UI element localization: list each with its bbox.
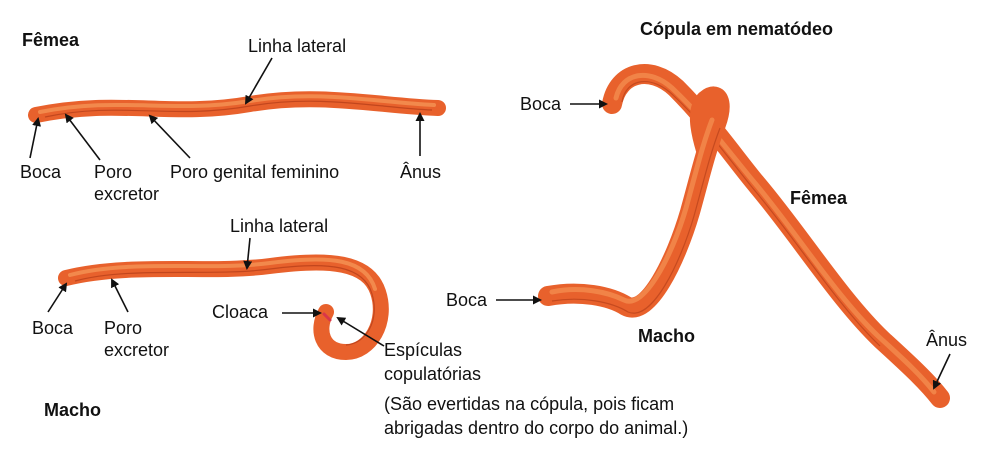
- copulation-anus-arrow: [932, 353, 951, 390]
- copulation-male-mouth-label: Boca: [446, 290, 488, 310]
- female-worm: [28, 91, 446, 123]
- copulation-female-worm: [602, 64, 950, 408]
- male-mouth-arrow: [47, 282, 68, 313]
- female-title: Fêmea: [22, 30, 80, 50]
- male-note-line-2: abrigadas dentro do corpo do animal.): [384, 418, 688, 438]
- female-mouth-label: Boca: [20, 162, 62, 182]
- male-mouth-label: Boca: [32, 318, 74, 338]
- male-spicules-label-1: Espículas: [384, 340, 462, 360]
- male-lateral-line-arrow: [243, 237, 253, 270]
- female-mouth-arrow: [29, 117, 42, 159]
- copulation-male-label: Macho: [638, 326, 695, 346]
- female-excretory-pore-arrow: [64, 113, 101, 161]
- copulation-male-worm: [538, 86, 730, 318]
- female-anus-label: Ânus: [400, 162, 441, 182]
- female-lateral-line-label: Linha lateral: [248, 36, 346, 56]
- copulation-title: Cópula em nematódeo: [640, 19, 833, 39]
- copulation-female-mouth-label: Boca: [520, 94, 562, 114]
- male-excretory-pore-label-1: Poro: [104, 318, 142, 338]
- male-excretory-pore-arrow: [111, 278, 129, 313]
- male-lateral-line-label: Linha lateral: [230, 216, 328, 236]
- copulation-anus-label: Ânus: [926, 330, 967, 350]
- female-lateral-line-arrow: [244, 57, 273, 105]
- male-worm: [58, 254, 389, 361]
- female-excretory-pore-label-1: Poro: [94, 162, 132, 182]
- male-spicules-label-2: copulatórias: [384, 364, 481, 384]
- female-excretory-pore-label-2: excretor: [94, 184, 159, 204]
- female-genital-pore-label: Poro genital feminino: [170, 162, 339, 182]
- male-note-line-1: (São evertidas na cópula, pois ficam: [384, 394, 674, 414]
- male-title: Macho: [44, 400, 101, 420]
- male-excretory-pore-label-2: excretor: [104, 340, 169, 360]
- copulation-female-label: Fêmea: [790, 188, 848, 208]
- male-cloaca-label: Cloaca: [212, 302, 269, 322]
- male-spicules-arrow: [336, 316, 385, 347]
- female-genital-pore-arrow: [148, 114, 191, 159]
